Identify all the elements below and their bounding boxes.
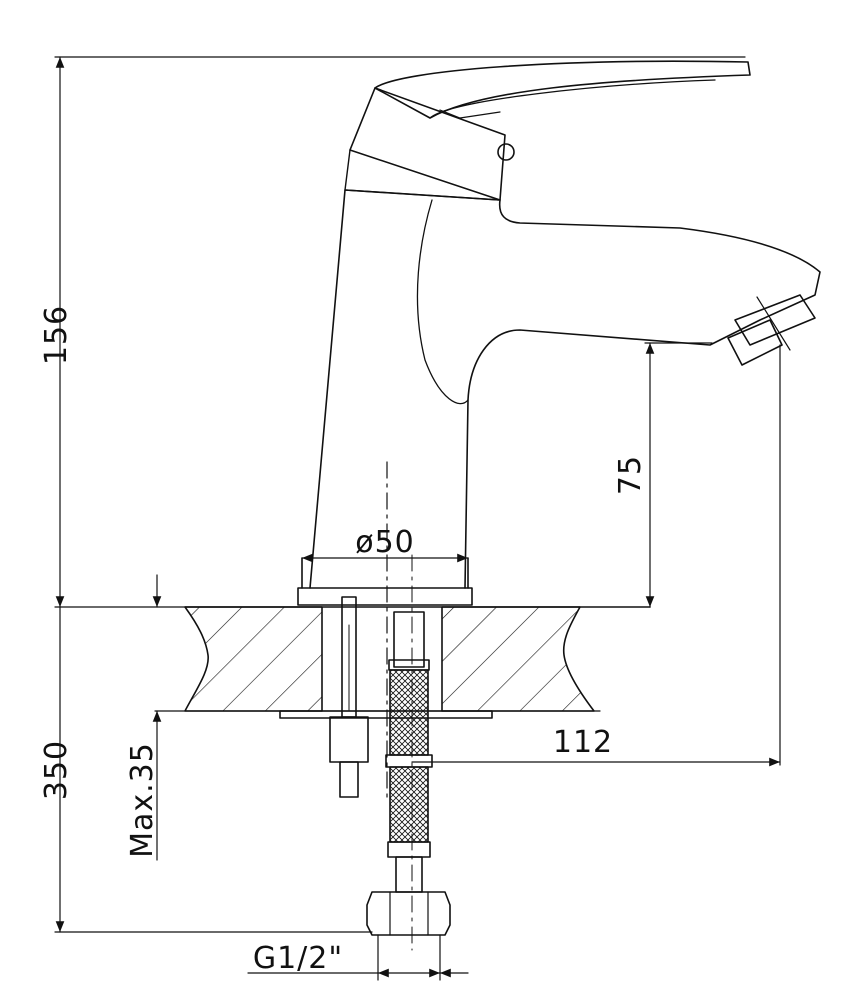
faucet-base (297, 557, 473, 606)
lever-handle (344, 60, 751, 201)
faucet-body (309, 189, 821, 589)
dim-spout-clearance: 75 (613, 455, 648, 495)
countertop-right (441, 606, 595, 712)
dim-connection-thread: G1/2" (253, 941, 343, 976)
mounting-stud (329, 596, 369, 798)
mounting-plate (279, 710, 493, 719)
aerator (727, 294, 816, 366)
dim-spout-reach: 112 (553, 725, 613, 760)
countertop-left (184, 606, 323, 712)
dim-max-thickness: Max.35 (125, 742, 160, 858)
dim-base-diameter: ø50 (355, 525, 415, 560)
dimension-lines (54, 56, 781, 981)
flexible-hose (366, 611, 451, 936)
dim-hose-length: 350 (39, 740, 74, 800)
dim-total-height: 156 (39, 305, 74, 365)
